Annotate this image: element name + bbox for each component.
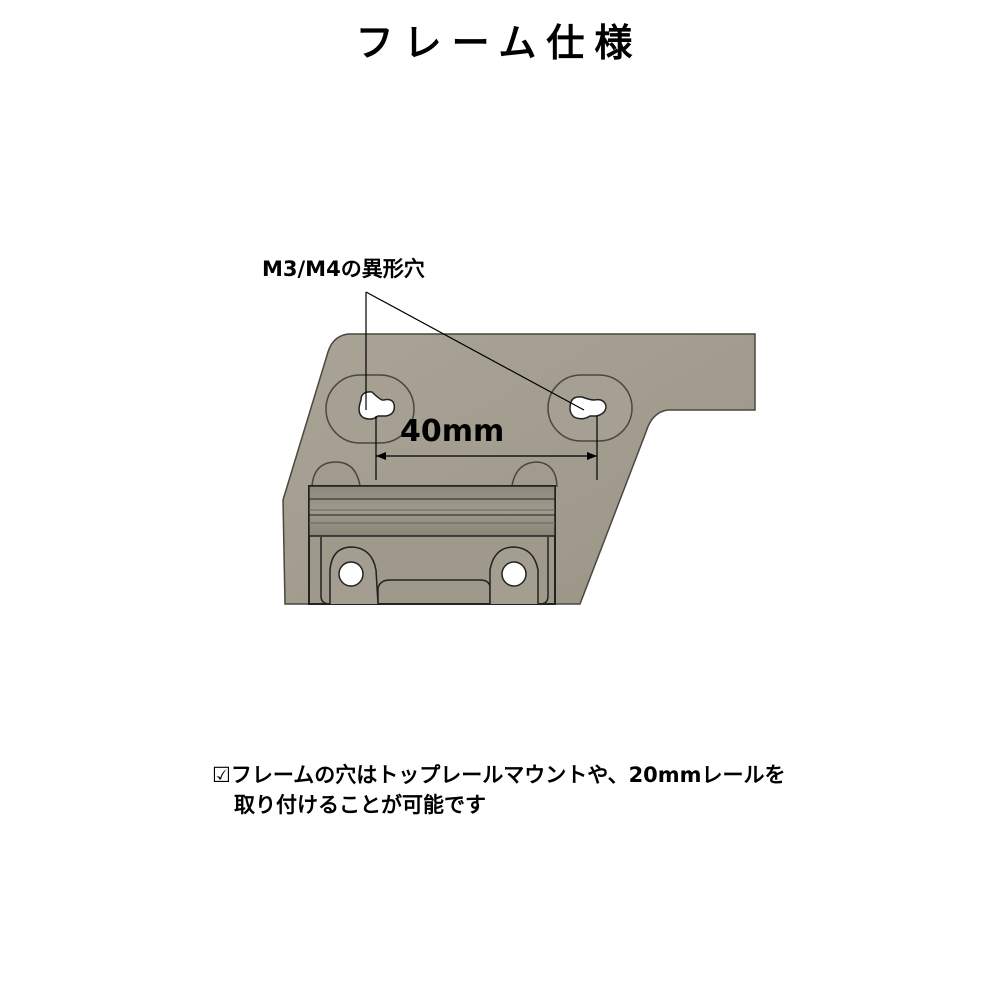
lower-hole-left xyxy=(338,561,364,587)
rail-lower-profile xyxy=(320,537,549,605)
spec-note: ☑フレームの穴はトップレールマウントや、20mmレールを 取り付けることが可能で… xyxy=(212,760,912,820)
lower-hole-right xyxy=(501,561,527,587)
spec-note-line1: ☑フレームの穴はトップレールマウントや、20mmレールを xyxy=(212,763,786,787)
dimension-arrow-right xyxy=(587,452,597,460)
clamp-bump-right xyxy=(511,461,558,487)
leader-line-right xyxy=(365,291,585,411)
keyhole-slot-right xyxy=(569,396,607,420)
rail-top-band xyxy=(308,485,556,537)
dimension-arrow-left xyxy=(376,452,386,460)
hole-label: M3/M4の異形穴 xyxy=(262,257,425,281)
dimension-label: 40mm xyxy=(400,414,504,449)
spec-note-line2: 取り付けることが可能です xyxy=(234,793,486,817)
keyhole-slot-left xyxy=(358,391,396,420)
page-title: フレーム仕様 xyxy=(355,21,643,65)
clamp-bump-left xyxy=(311,461,361,487)
